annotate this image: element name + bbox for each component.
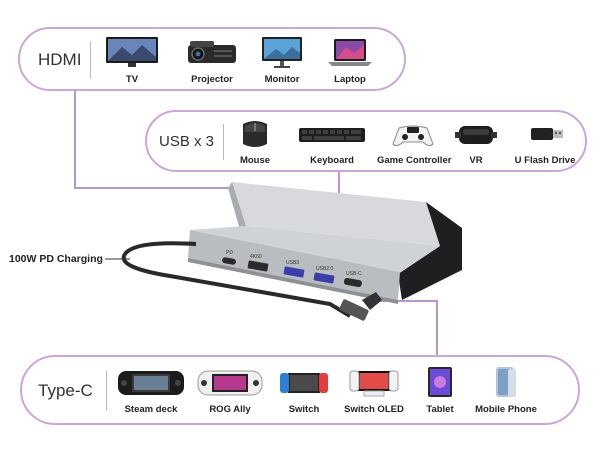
device-laptop-label: Laptop — [334, 74, 366, 85]
device-tablet: Tablet — [412, 365, 468, 415]
hdmi-label: HDMI — [38, 50, 82, 69]
switch-oled-icon — [349, 370, 399, 397]
device-mouse-label: Mouse — [239, 155, 271, 166]
typec-connector-line — [436, 300, 438, 358]
vr-headset-icon — [455, 126, 497, 144]
device-mobile-phone-label: Mobile Phone — [475, 404, 537, 415]
device-switch-label: Switch — [288, 404, 320, 415]
typec-group: Type-C Steam deck ROG Ally Switch — [20, 355, 580, 425]
device-flash-drive-label: U Flash Drive — [514, 155, 576, 166]
device-keyboard: Keyboard — [295, 118, 369, 166]
device-keyboard-label: Keyboard — [310, 155, 354, 166]
switch-icon — [280, 373, 328, 393]
hdmi-group: HDMI TV Projector Monitor — [18, 27, 406, 91]
projector-icon — [188, 41, 236, 63]
device-switch-oled-label: Switch OLED — [344, 404, 404, 415]
device-monitor-label: Monitor — [264, 74, 300, 85]
hdmi-separator — [90, 41, 91, 79]
usb-flash-drive-icon — [531, 128, 563, 140]
typec-connector-line-h — [370, 300, 438, 302]
device-switch: Switch — [272, 365, 336, 415]
usb-group: USB x 3 Mouse Keyboard — [145, 110, 587, 172]
game-controller-icon — [392, 125, 434, 147]
typec-separator — [106, 371, 107, 411]
port-usb2-label: USB2.0 — [316, 266, 333, 272]
device-rog-ally: ROG Ally — [194, 365, 266, 415]
device-flash-drive: U Flash Drive — [509, 118, 581, 166]
device-game-controller: Game Controller — [377, 118, 452, 166]
charging-cable — [121, 241, 352, 318]
mouse-icon — [243, 121, 267, 147]
laptop-icon — [328, 39, 372, 66]
steam-deck-icon — [118, 371, 184, 395]
monitor-icon — [262, 37, 302, 68]
device-mouse: Mouse — [227, 118, 283, 166]
device-monitor: Monitor — [252, 35, 312, 85]
device-vr: VR — [449, 118, 503, 166]
device-tv-label: TV — [125, 74, 139, 85]
device-steam-deck: Steam deck — [114, 365, 188, 415]
tv-icon — [106, 37, 158, 67]
keyboard-icon — [299, 128, 365, 142]
port-hdmi-label: 4K60 — [250, 254, 262, 260]
mobile-phone-icon — [496, 367, 516, 397]
device-steam-deck-label: Steam deck — [124, 404, 178, 415]
rog-ally-icon — [197, 370, 263, 396]
port-pd-label: PD — [226, 250, 233, 256]
usb-separator — [223, 124, 224, 160]
hdmi-connector-line-h — [74, 187, 264, 189]
port-usbc-label: USB-C — [346, 271, 362, 277]
hdmi-connector-line — [74, 88, 76, 188]
device-switch-oled: Switch OLED — [338, 365, 410, 415]
port-usb1-label: USB3 — [286, 260, 299, 266]
usb-label: USB x 3 — [159, 133, 215, 150]
tablet-icon — [428, 367, 452, 397]
device-laptop: Laptop — [320, 35, 380, 85]
device-rog-ally-label: ROG Ally — [209, 404, 251, 415]
device-projector: Projector — [180, 35, 244, 85]
device-tablet-label: Tablet — [426, 404, 454, 415]
device-projector-label: Projector — [191, 74, 233, 85]
device-mobile-phone: Mobile Phone — [470, 365, 542, 415]
device-vr-label: VR — [469, 155, 483, 166]
pd-charging-label: 100W PD Charging — [9, 253, 103, 265]
hub-ports — [222, 257, 362, 288]
device-tv: TV — [102, 35, 162, 85]
device-game-controller-label: Game Controller — [377, 155, 452, 166]
typec-label: Type-C — [38, 381, 93, 400]
